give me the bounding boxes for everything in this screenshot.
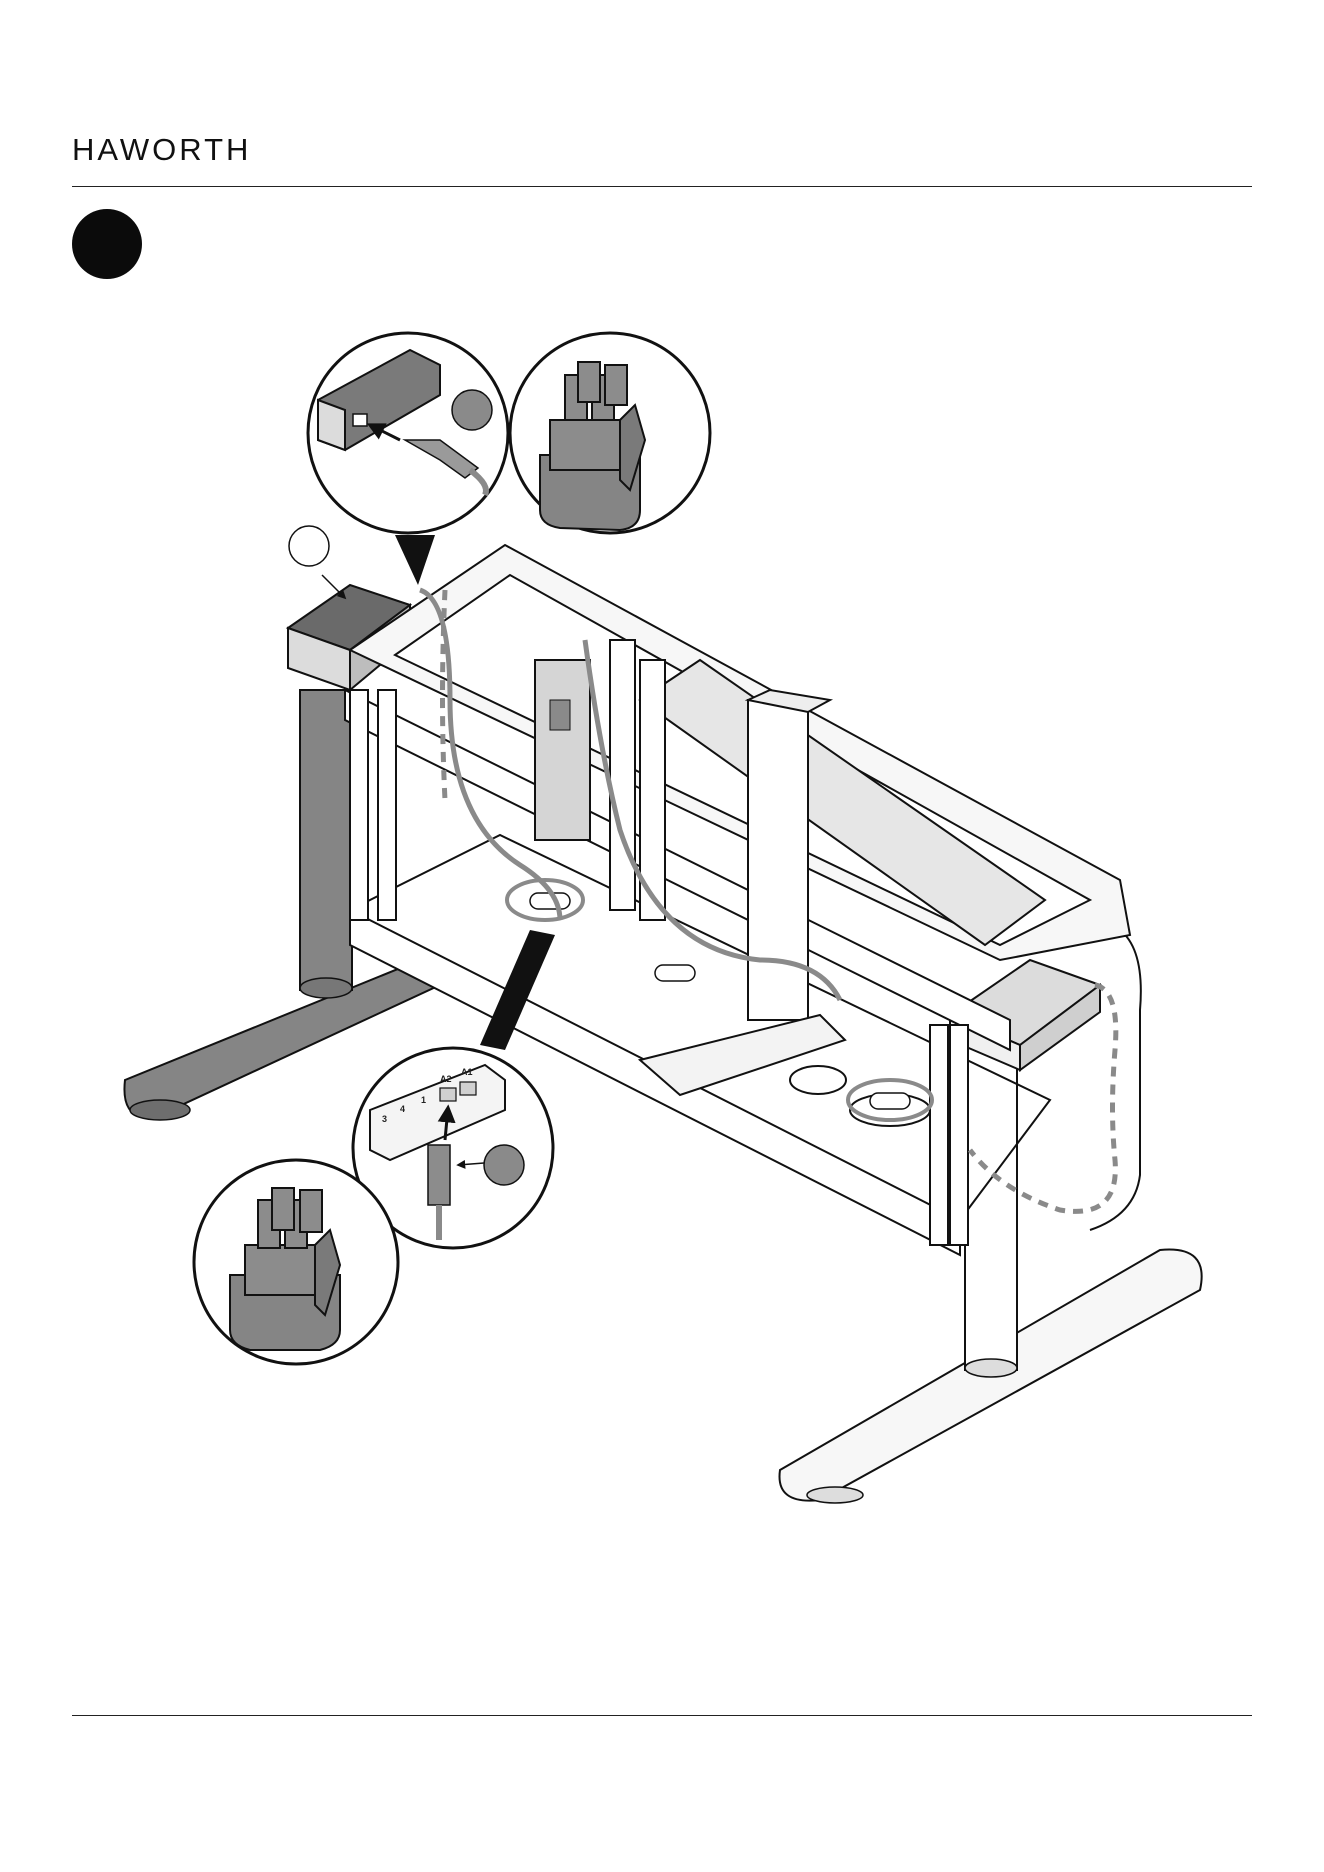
port-label-a1: A1 [461,1067,473,1077]
highlight-ovals [507,880,932,1120]
detail-circle-connector-lower [194,1160,398,1364]
detail-circle-module [308,333,508,533]
control-box [535,660,590,840]
port-label-1: 1 [421,1095,426,1105]
footer-divider [72,1715,1252,1716]
port-label-a2: A2 [440,1074,452,1084]
assembly-illustration: 3 4 1 A2 A1 [0,0,1324,1720]
callout-badge-c [452,390,492,430]
detail-circle-connector-upper [510,333,710,533]
port-label-3: 3 [382,1114,387,1124]
callout-badge-a [289,526,345,598]
port-label-4: 4 [400,1104,405,1114]
callout-pointer-upper [395,535,435,585]
